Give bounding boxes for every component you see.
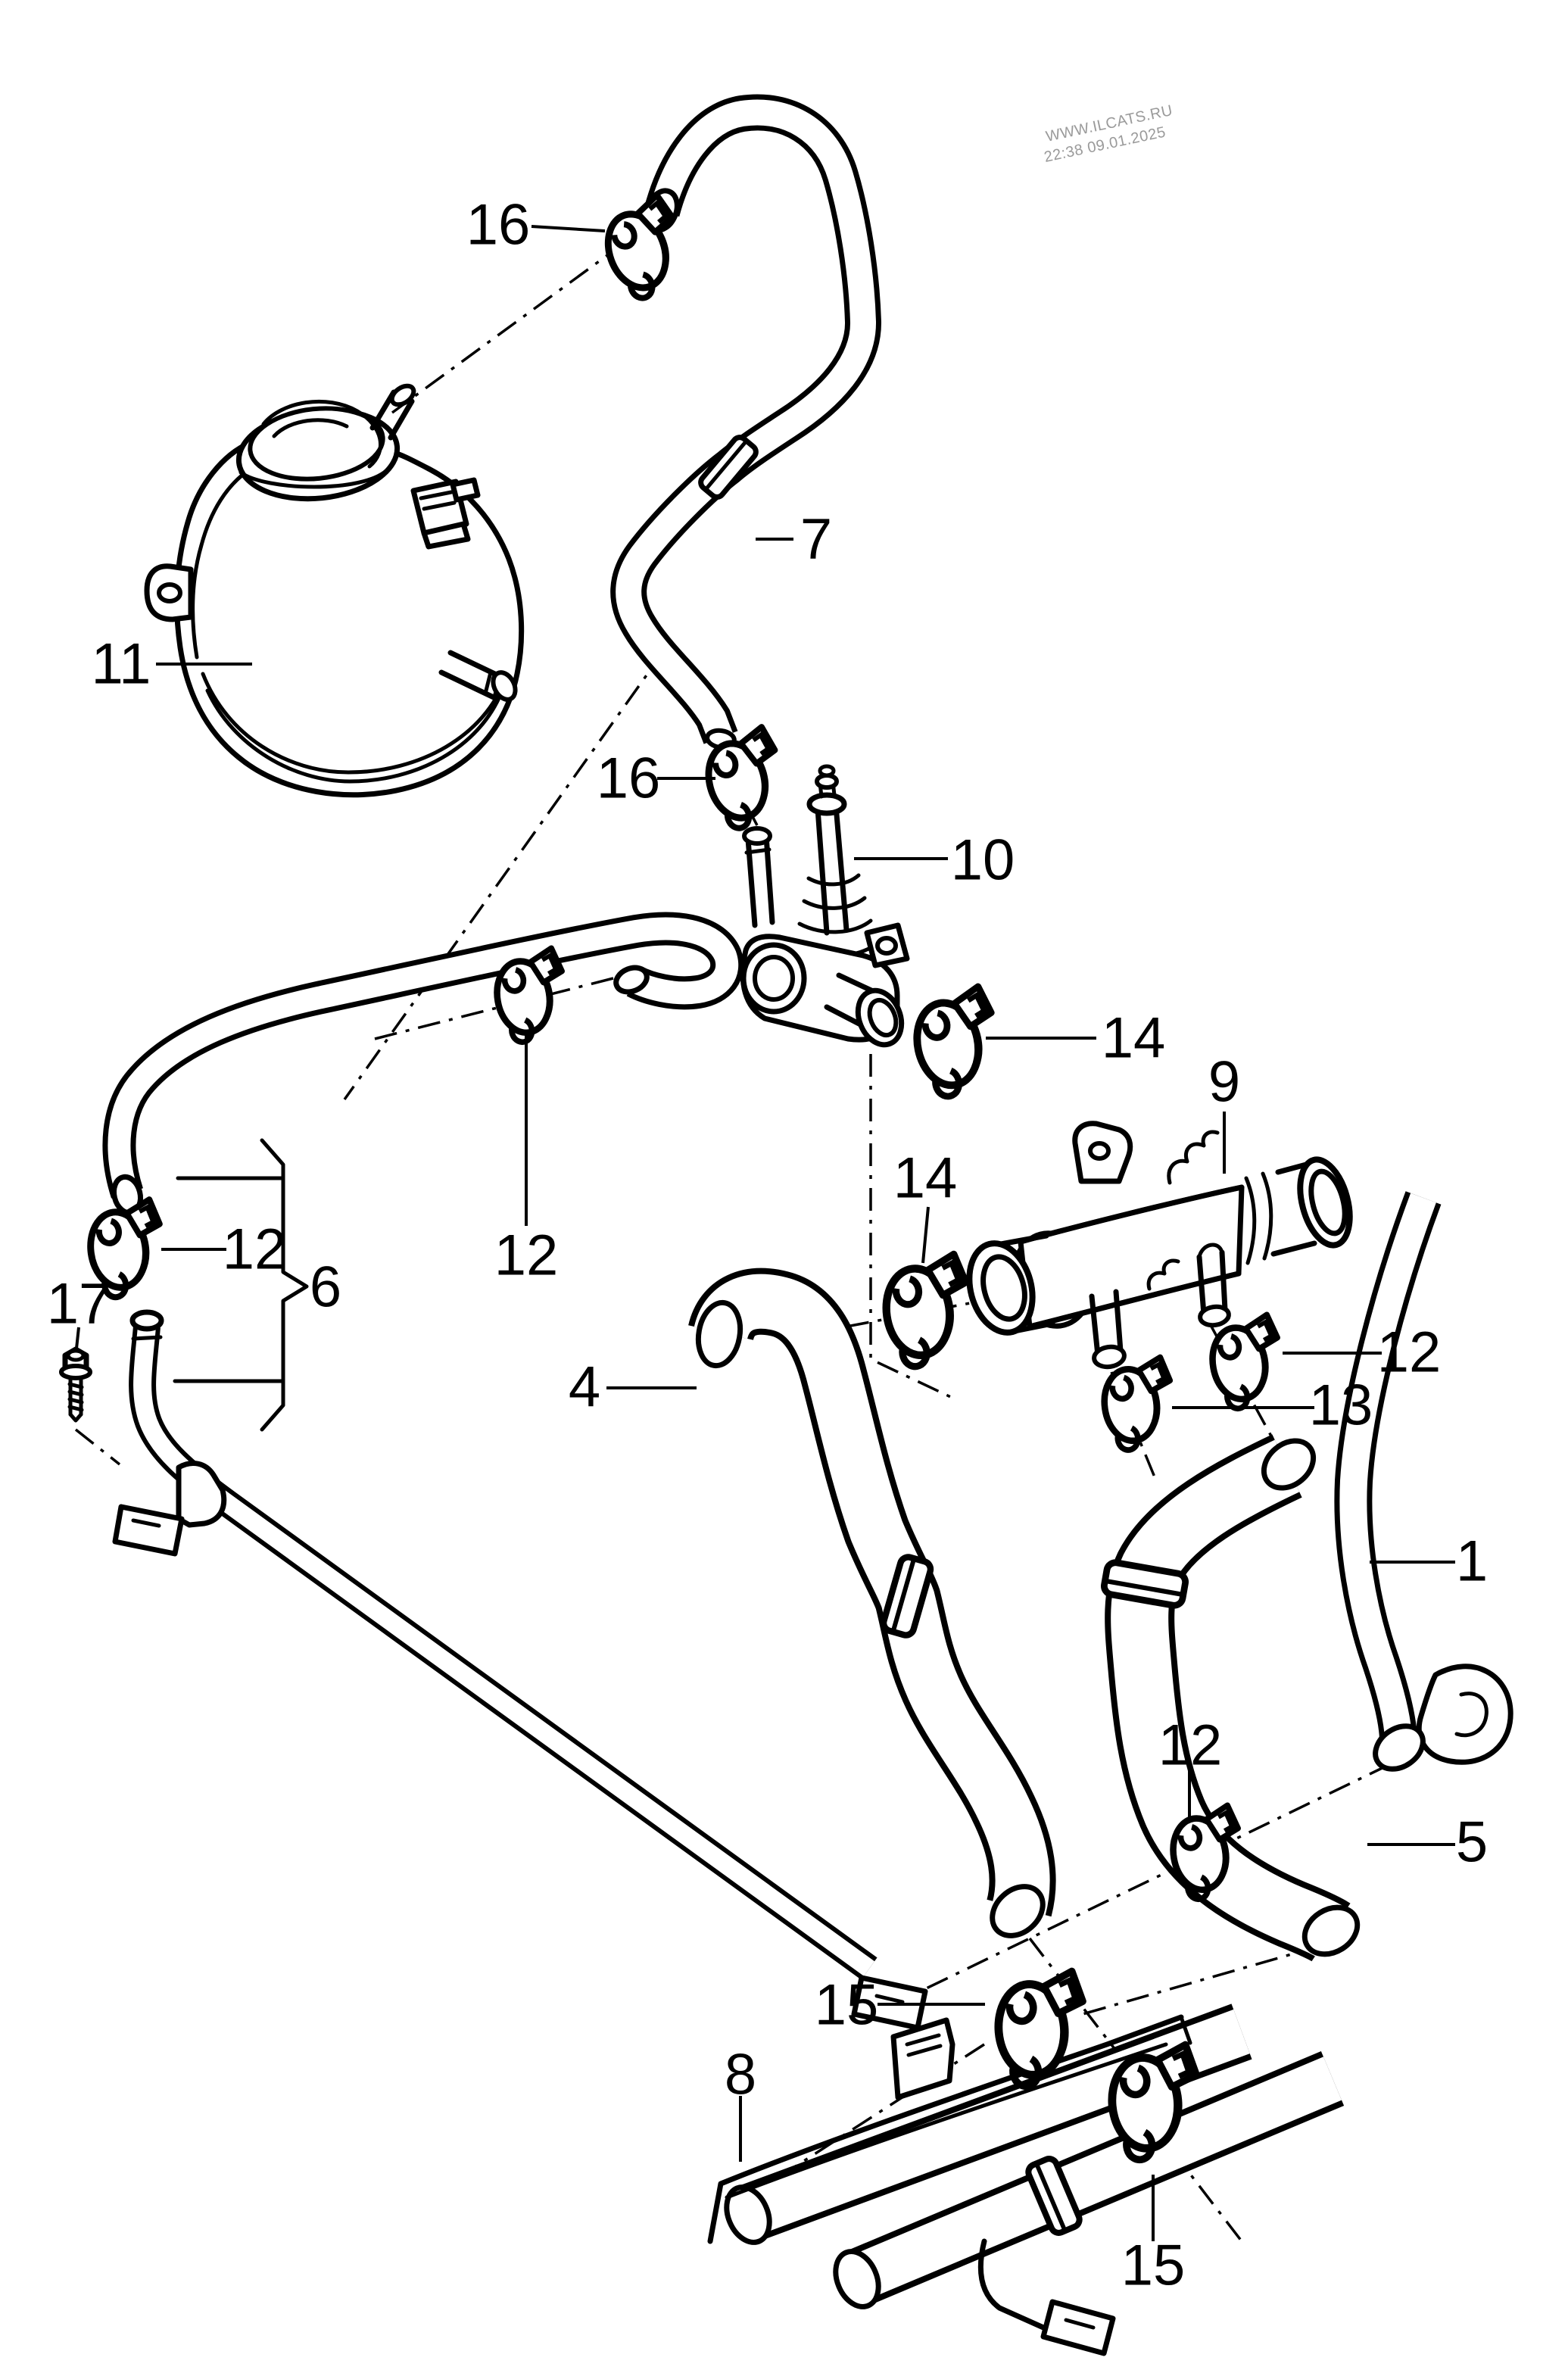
callout-12-mid: 12 — [494, 1031, 559, 1288]
callout-label: 12 — [1377, 1321, 1442, 1385]
hose-clamp-14-mid — [880, 1253, 977, 1370]
callout-label: 16 — [597, 747, 661, 811]
bracket-6 — [173, 1138, 309, 1432]
tank-cap — [235, 399, 401, 502]
expansion-tank-11 — [144, 383, 525, 798]
callout-leader — [75, 1327, 80, 1349]
callout-label: 15 — [1121, 2234, 1186, 2298]
callout-label: 12 — [1158, 1713, 1223, 1778]
callout-1: 1 — [1370, 1530, 1488, 1594]
callout-17: 17 — [47, 1272, 111, 1349]
water-hose-4 — [688, 1268, 1056, 1938]
callout-label: 12 — [494, 1224, 559, 1288]
branch-valve-10 — [740, 764, 910, 1048]
pipe-saddle-bracket — [112, 1461, 227, 1557]
pipe9-bracket-tab — [1072, 1121, 1133, 1184]
hose-clamp-13 — [1099, 1356, 1178, 1452]
callout-10: 10 — [854, 828, 1015, 893]
tank-outlet-nozzle — [438, 650, 518, 702]
callout-4: 4 — [569, 1355, 697, 1420]
callout-label: 8 — [725, 2043, 756, 2107]
pipe9-left-port — [966, 1233, 1055, 1336]
callout-label: 12 — [223, 1218, 287, 1282]
pipe8-bottom-strap — [977, 2238, 1116, 2356]
callout-8: 8 — [725, 2043, 756, 2162]
valve-top-left-port — [742, 826, 775, 928]
pipe9-right-port — [1270, 1156, 1353, 1257]
pipe8-top-tab — [890, 2017, 955, 2100]
callout-label: 14 — [893, 1146, 958, 1211]
hose-clamp-14-right — [908, 985, 1006, 1101]
callout-label: 5 — [1456, 1810, 1488, 1875]
valve-side-lug — [864, 922, 910, 968]
callout-leader — [921, 1206, 930, 1264]
pipe9-left-spigot — [1089, 1289, 1127, 1370]
callout-9: 9 — [1208, 1050, 1240, 1174]
callout-16-top: 16 — [466, 193, 606, 257]
pipe8-heat-shield — [707, 2014, 1192, 2244]
callout-15-right: 15 — [1121, 2175, 1186, 2298]
callout-label: 13 — [1309, 1374, 1373, 1438]
callout-12-left: 12 — [161, 1218, 286, 1282]
callout-14-mid: 14 — [893, 1146, 958, 1264]
callout-12-right: 12 — [1283, 1321, 1441, 1385]
callout-label: 15 — [815, 1973, 879, 2038]
callout-5: 5 — [1367, 1810, 1488, 1875]
callout-7: 7 — [756, 507, 832, 572]
callout-16-mid: 16 — [597, 747, 715, 811]
hose-assembly-6 — [102, 912, 928, 2031]
callout-label: 14 — [1102, 1006, 1166, 1071]
callout-leader — [531, 225, 606, 232]
pipe9-right-spigot — [1196, 1243, 1231, 1328]
callout-label: 7 — [800, 507, 832, 572]
tank-mounting-tab — [144, 563, 194, 622]
twin-pipe-8 — [707, 2003, 1345, 2356]
callout-label: 10 — [951, 828, 1015, 893]
callout-label: 11 — [92, 632, 151, 697]
tank-top-pipe — [369, 383, 416, 441]
callout-6: 6 — [310, 1255, 341, 1320]
bolt-17 — [59, 1346, 92, 1423]
callout-label: 4 — [569, 1355, 600, 1420]
callout-13: 13 — [1172, 1374, 1373, 1438]
tank-level-sensor-connector — [410, 477, 481, 550]
watermark: WWW.ILCATS.RU 22:38 09.01.2025 — [1043, 102, 1174, 166]
callout-label: 6 — [310, 1255, 341, 1320]
coolant-pipe-9 — [966, 1121, 1353, 1370]
callout-11: 11 — [92, 632, 252, 697]
callout-label: 16 — [466, 193, 531, 257]
valve-outlet-port — [824, 972, 905, 1048]
water-hose-1 — [1334, 1191, 1513, 1772]
callout-15-left: 15 — [815, 1973, 985, 2038]
hose-clamp-12-right — [1206, 1314, 1289, 1412]
callout-12-low: 12 — [1158, 1713, 1223, 1818]
callout-14-right: 14 — [986, 1006, 1165, 1071]
callout-label: 1 — [1456, 1530, 1488, 1594]
callout-label: 9 — [1208, 1050, 1240, 1115]
callout-label: 17 — [47, 1272, 111, 1336]
water-hose-5 — [1103, 1434, 1361, 1963]
